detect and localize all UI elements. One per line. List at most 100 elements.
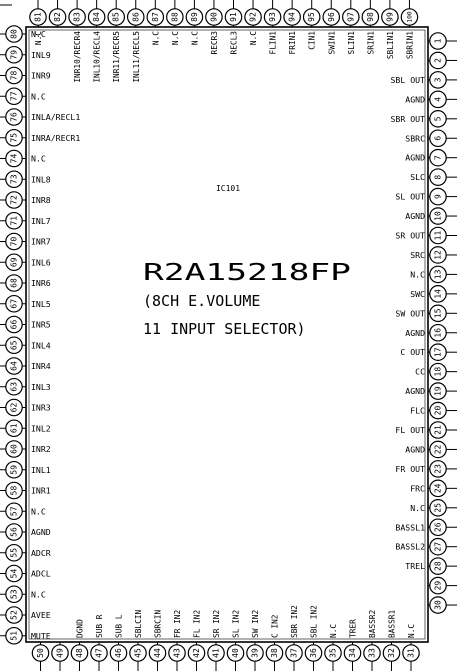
pin-label: N.C <box>31 589 46 599</box>
pin-label: INL3 <box>31 382 51 392</box>
pin-number: 84 <box>92 12 101 22</box>
pin-number: 30 <box>434 600 443 610</box>
pin-number: 6 <box>434 136 443 141</box>
pin-number: 52 <box>10 610 19 620</box>
pin-circle <box>381 8 399 26</box>
pin-number: 79 <box>10 50 19 60</box>
pin-number: 28 <box>434 561 443 571</box>
pin-label: INR2 <box>31 444 51 454</box>
pin-circle <box>429 129 447 148</box>
pin-number: 22 <box>434 444 443 454</box>
pin-circle <box>148 644 167 662</box>
pin-number: 81 <box>34 12 43 22</box>
pin-number: 65 <box>10 340 19 350</box>
pin-label: SR IN2 <box>212 610 221 638</box>
pin-label: FRIN1 <box>288 31 297 55</box>
pin-label: DGND <box>76 619 85 638</box>
pin-number: 53 <box>10 589 19 599</box>
pin-label: SUB L <box>115 614 124 638</box>
pin-label: INL11/RECL5 <box>132 31 141 83</box>
pin-number: 54 <box>10 569 19 579</box>
pin-number: 91 <box>229 12 238 22</box>
pin-number: 13 <box>434 269 443 279</box>
pin-circle <box>429 421 447 439</box>
pin-label: SBLCIN <box>134 610 143 638</box>
pin-number: 51 <box>10 631 19 641</box>
pin-label: RECR3 <box>210 31 219 55</box>
pin-label: SUB R <box>95 614 104 638</box>
pin-number: 7 <box>434 155 443 160</box>
pin-number: 61 <box>10 423 19 433</box>
pin-circle <box>185 8 204 26</box>
ic-body <box>0 4 429 643</box>
pin-circle <box>5 357 23 375</box>
pin-number: 88 <box>170 12 179 22</box>
pin-label: SBL OUT <box>390 75 425 85</box>
pin-number: 63 <box>10 382 19 392</box>
pin-circle <box>302 8 321 26</box>
pin-number: 66 <box>10 320 19 330</box>
pin-circle <box>5 481 23 500</box>
pin-label: ADCR <box>31 548 51 558</box>
pin-label: N.C <box>31 506 46 516</box>
pin-number: 60 <box>10 444 19 454</box>
pin-number: 80 <box>10 29 19 39</box>
pin-circle <box>168 644 186 662</box>
pin-label: SLIN1 <box>347 31 356 55</box>
pin-number: 92 <box>249 12 258 22</box>
pin-circle <box>400 8 419 26</box>
pin-label: CIN1 <box>308 31 317 50</box>
pin-circle <box>265 644 284 662</box>
pin-label: SBRCIN <box>154 610 163 638</box>
pin-circle <box>5 66 23 85</box>
pin-circle <box>5 149 23 168</box>
pin-number: 75 <box>10 133 19 143</box>
pin-circle <box>5 170 23 189</box>
pin-circle <box>107 8 125 26</box>
pin-number: 86 <box>131 12 140 22</box>
pin-number: 49 <box>56 648 65 658</box>
pin-label: INR6 <box>31 278 51 288</box>
pin-label: INL8 <box>31 174 51 184</box>
pin-number: 38 <box>270 648 279 658</box>
pin-number: 89 <box>190 12 199 22</box>
pin-number: 5 <box>434 116 443 121</box>
pin-number: 44 <box>153 648 162 658</box>
pin-circle <box>246 644 264 662</box>
pin-label: SW OUT <box>395 308 425 318</box>
pin-circle <box>5 523 23 541</box>
pin-number: 90 <box>209 12 218 22</box>
pin-circle <box>429 518 447 537</box>
pin-number: 78 <box>10 71 19 81</box>
pin-label: INLA/RECL1 <box>31 112 80 122</box>
pin-circle <box>429 401 447 420</box>
pin-label: AGND <box>405 444 425 454</box>
ic-outline <box>25 26 429 643</box>
ic-inner-outline <box>28 29 426 640</box>
pin-circle <box>5 377 23 396</box>
pin-label: INL6 <box>31 257 51 267</box>
pin-circle <box>166 8 184 26</box>
pin-number: 67 <box>10 299 19 309</box>
pin-number: 96 <box>327 12 336 22</box>
pin-circle <box>429 226 447 245</box>
pin-number: 55 <box>10 548 19 558</box>
pin-circle <box>322 8 341 26</box>
pin-circle <box>429 90 447 109</box>
pin-circle <box>429 304 447 323</box>
pin-number: 77 <box>10 91 19 101</box>
pin-number: 62 <box>10 403 19 413</box>
pin-number: 21 <box>434 425 443 435</box>
pin-circle <box>429 498 447 517</box>
pin-circle <box>429 285 447 303</box>
pin-label: SWIN1 <box>327 31 336 55</box>
pin-circle <box>224 8 243 26</box>
pin-number: 39 <box>251 648 260 658</box>
pin-circle <box>5 87 23 106</box>
pin-label: INL2 <box>31 423 51 433</box>
pin-circle <box>31 644 50 662</box>
pin-number: 3 <box>434 77 443 82</box>
pin-number: 46 <box>114 648 123 658</box>
